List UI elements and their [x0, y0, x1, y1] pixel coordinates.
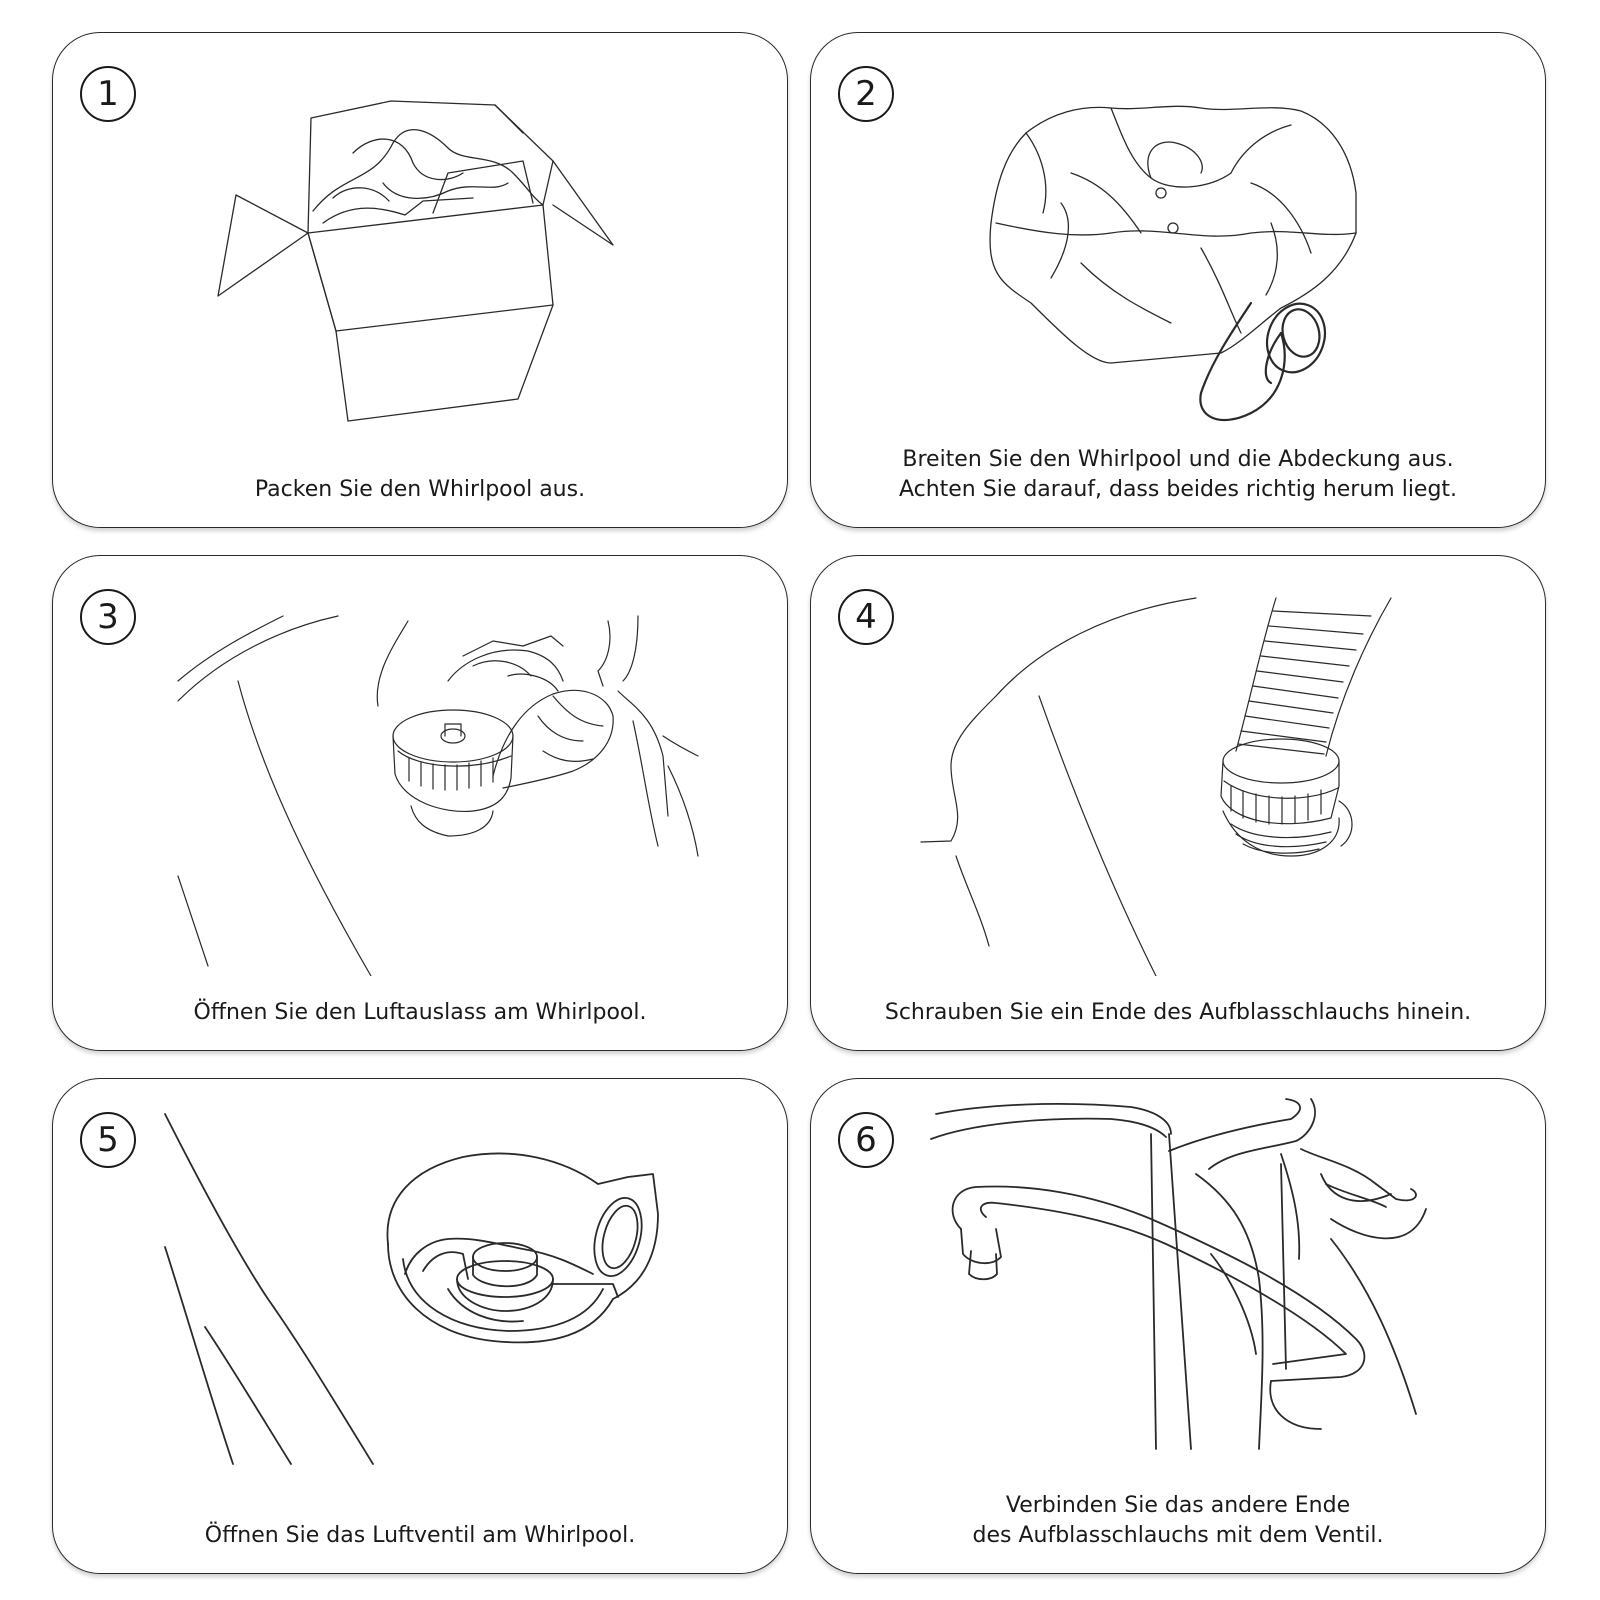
step-6-panel: 6 Verbind [810, 1078, 1546, 1574]
step-3-number: 3 [80, 589, 136, 645]
step-4-panel: 4 Schrauben Sie ein Ende des Aufblasschl… [810, 555, 1546, 1051]
step-1-number: 1 [80, 66, 136, 122]
step-4-caption: Schrauben Sie ein Ende des Aufblasschlau… [821, 998, 1535, 1028]
spread-whirlpool-icon [989, 105, 1357, 422]
step-5-caption: Öffnen Sie das Luftventil am Whirlpool. [63, 1521, 777, 1551]
air-outlet-icon [177, 615, 699, 976]
step-3-panel: 3 [52, 555, 788, 1051]
screw-hose-icon [920, 597, 1392, 976]
step-5-caption-line: Öffnen Sie das Luftventil am Whirlpool. [204, 1523, 636, 1548]
step-2-caption: Breiten Sie den Whirlpool und die Abdeck… [821, 445, 1535, 505]
step-6-number: 6 [838, 1112, 894, 1168]
open-box-icon [217, 100, 614, 422]
step-2-number: 2 [838, 66, 894, 122]
step-2-caption-line-1: Breiten Sie den Whirlpool und die Abdeck… [902, 447, 1454, 472]
step-4-number: 4 [838, 589, 894, 645]
step-6-caption-line-1: Verbinden Sie das andere Ende [1005, 1493, 1351, 1518]
air-valve-icon [164, 1113, 659, 1465]
step-1-caption-line: Packen Sie den Whirlpool aus. [254, 477, 586, 502]
step-2-caption-line-2: Achten Sie darauf, dass beides richtig h… [898, 477, 1458, 502]
step-2-panel: 2 Brei [810, 32, 1546, 528]
step-3-caption-line: Öffnen Sie den Luftauslass am Whirlpool. [193, 1000, 647, 1025]
connect-hose-icon [930, 1098, 1427, 1450]
step-6-caption: Verbinden Sie das andere Ende des Aufbla… [821, 1491, 1535, 1551]
step-1-caption: Packen Sie den Whirlpool aus. [63, 475, 777, 505]
step-3-caption: Öffnen Sie den Luftauslass am Whirlpool. [63, 998, 777, 1028]
step-5-number: 5 [80, 1112, 136, 1168]
step-4-caption-line: Schrauben Sie ein Ende des Aufblasschlau… [884, 1000, 1472, 1025]
step-1-panel: 1 Packen Sie den Whirlpool aus. [52, 32, 788, 528]
step-5-panel: 5 Öffnen Sie das Luftventil am Whirlpool… [52, 1078, 788, 1574]
step-6-caption-line-2: des Aufblasschlauchs mit dem Ventil. [972, 1523, 1384, 1548]
